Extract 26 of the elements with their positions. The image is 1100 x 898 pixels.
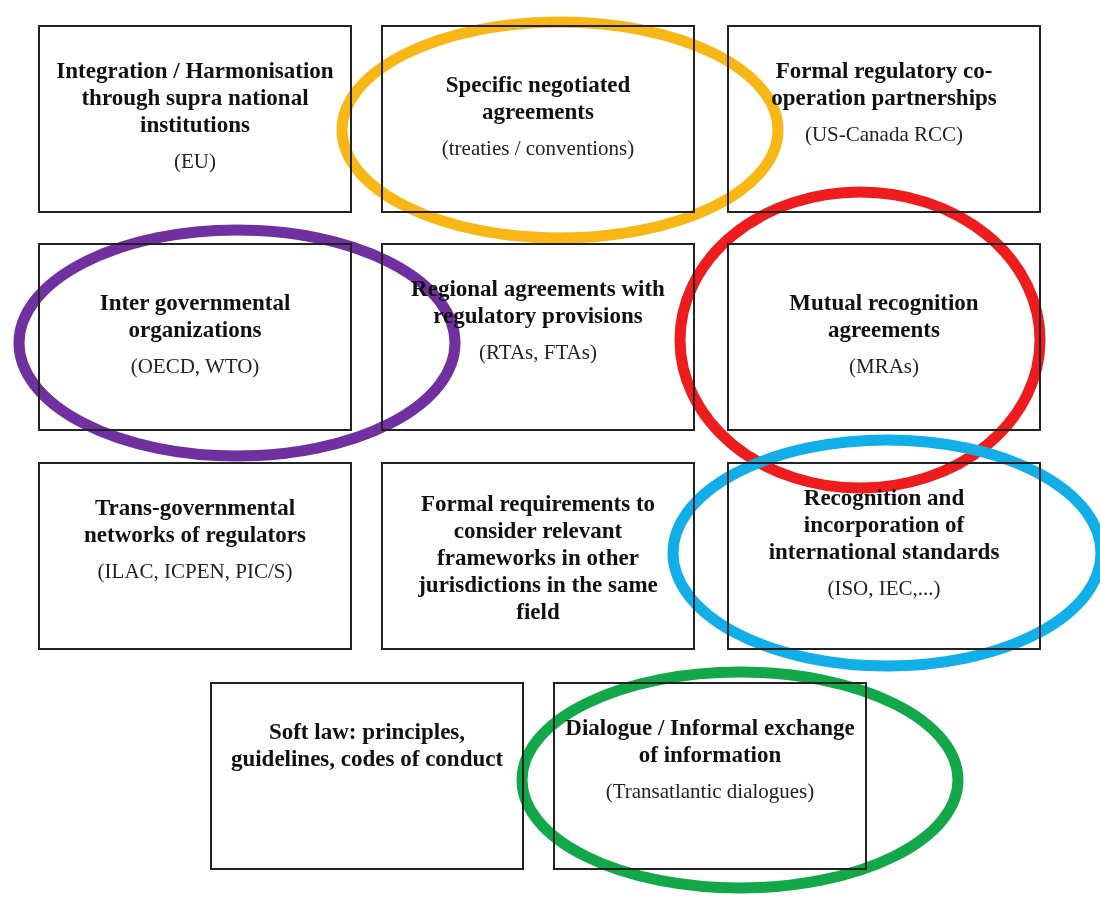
box-examples: (RTAs, FTAs) bbox=[479, 339, 597, 365]
box-examples: (EU) bbox=[174, 148, 216, 174]
highlight-ellipse bbox=[516, 666, 964, 894]
box-title: Inter governmental organizations bbox=[98, 289, 292, 343]
box-examples: (OECD, WTO) bbox=[130, 353, 260, 379]
box-examples: (treaties / conventions) bbox=[441, 135, 635, 161]
box-examples: (US-Canada RCC) bbox=[804, 121, 964, 147]
category-box bbox=[727, 25, 1041, 213]
box-title: Trans-governmental networks of regulators bbox=[83, 494, 307, 548]
box-title: Mutual recognition agreements bbox=[788, 289, 980, 343]
box-title: Formal regulatory co-operation partnerships bbox=[770, 57, 998, 111]
box-examples: (ISO, IEC,...) bbox=[827, 575, 941, 601]
box-title: Specific negotiated agreements bbox=[444, 71, 632, 125]
box-title: Soft law: principles, guidelines, codes of conduct bbox=[229, 718, 505, 772]
category-box bbox=[210, 682, 524, 870]
box-title: Dialogue / Informal exchange of information bbox=[565, 714, 855, 768]
box-title: Integration / Harmonisation through supra national institutions bbox=[55, 57, 335, 138]
category-box bbox=[38, 462, 352, 650]
box-examples: (MRAs) bbox=[849, 353, 919, 379]
category-box bbox=[381, 462, 695, 650]
box-title: Formal requirements to consider relevant frameworks in other jurisdictions in the same field bbox=[417, 490, 659, 625]
box-examples: (ILAC, ICPEN, PIC/S) bbox=[97, 558, 293, 584]
category-box bbox=[38, 25, 352, 213]
box-title: Recognition and incorporation of international standards bbox=[767, 484, 1001, 565]
category-box bbox=[381, 243, 695, 431]
box-examples: (Transatlantic dialogues) bbox=[605, 778, 815, 804]
